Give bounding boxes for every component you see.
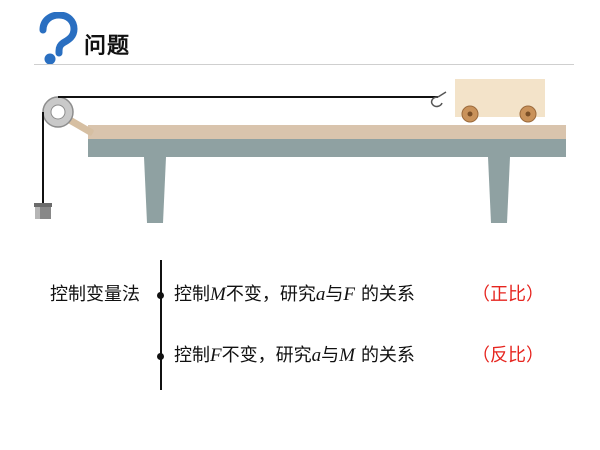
hook (430, 91, 447, 108)
header-divider (34, 64, 574, 65)
const-variable: M (210, 284, 226, 305)
table-edge (88, 139, 566, 157)
row-2-bullet (157, 353, 164, 360)
experiment-apparatus (34, 79, 566, 223)
method-label: 控制变量法 (50, 284, 140, 305)
variable-b: M (339, 345, 355, 366)
variable-a: a (311, 345, 322, 366)
table-leg-left (144, 157, 166, 223)
row-middle: 不变，研究 (221, 345, 312, 366)
const-variable: F (210, 345, 222, 366)
table (88, 125, 566, 223)
table-leg-right (488, 157, 510, 223)
question-mark-icon (39, 12, 78, 65)
page-title: 问题 (84, 34, 131, 59)
table-top (88, 125, 566, 139)
row-connector: 与 (321, 345, 340, 366)
cart (455, 79, 545, 123)
variable-b: F (343, 284, 355, 305)
row-prefix: 控制 (174, 345, 210, 366)
row-middle: 不变，研究 (225, 284, 316, 305)
result-direct-proportion: （正比） (472, 284, 544, 305)
row-suffix: 的关系 (360, 345, 415, 366)
variable-a: a (315, 284, 326, 305)
row-prefix: 控制 (174, 284, 210, 305)
hanging-weight (34, 203, 52, 219)
row-suffix: 的关系 (360, 284, 415, 305)
slide-header: 问题 (34, 12, 574, 68)
pulley (42, 96, 94, 136)
row-1-bullet (157, 292, 164, 299)
row-connector: 与 (325, 284, 344, 305)
result-inverse-proportion: （反比） (472, 345, 544, 366)
bracket-line (160, 260, 162, 390)
